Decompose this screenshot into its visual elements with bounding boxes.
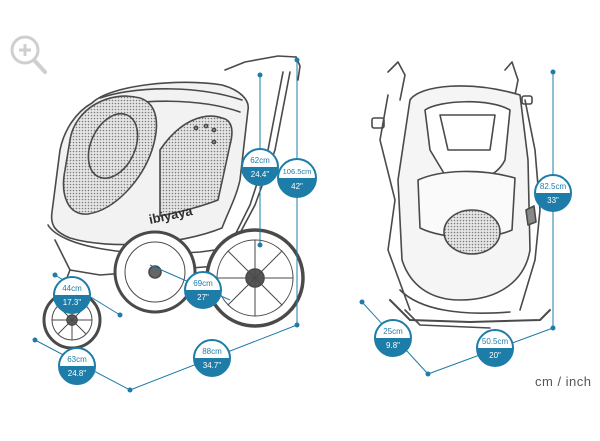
dim-folded-depth-inch: 9.8" (386, 341, 400, 350)
dim-width-cm: 63cm (67, 355, 87, 364)
dim-width-inch: 24.8" (68, 369, 87, 378)
dim-height-handle-inch: 24.4" (251, 170, 270, 179)
dim-length-cm: 88cm (202, 347, 222, 356)
dim-bubble-folded-width: 50.5cm 20" (476, 329, 514, 367)
dim-bubble-width: 63cm 24.8" (58, 347, 96, 385)
dim-front-wheel-inch: 17.3" (63, 298, 82, 307)
dim-folded-width-cm: 50.5cm (482, 337, 509, 346)
dim-bubble-height-total: 106.5cm 42" (277, 158, 317, 198)
dim-folded-height-inch: 33" (547, 196, 559, 205)
dim-rear-wheel-inch: 27" (197, 293, 209, 302)
dim-folded-depth-cm: 25cm (383, 327, 403, 336)
dim-folded-height-cm: 82.5cm (540, 182, 567, 191)
zoom-in-icon[interactable] (10, 35, 47, 74)
stroller-unfolded-illustration (42, 55, 305, 350)
dim-height-total-cm: 106.5cm (283, 167, 312, 176)
stroller-folded-illustration (371, 61, 551, 329)
units-label: cm / inch (535, 374, 592, 389)
dim-front-wheel-cm: 44cm (62, 284, 82, 293)
dim-bubble-front-wheel: 44cm 17.3" (53, 276, 91, 314)
dim-bubble-length: 88cm 34.7" (193, 339, 231, 377)
dim-bubble-folded-height: 82.5cm 33" (534, 174, 572, 212)
dim-bubble-rear-wheel: 69cm 27" (184, 271, 222, 309)
dim-bubble-height-handle: 62cm 24.4" (241, 148, 279, 186)
dim-height-handle-cm: 62cm (250, 156, 270, 165)
dim-rear-wheel-cm: 69cm (193, 279, 213, 288)
dim-length-inch: 34.7" (203, 361, 222, 370)
dim-folded-width-inch: 20" (489, 351, 501, 360)
dim-height-total-inch: 42" (291, 182, 303, 191)
dim-bubble-folded-depth: 25cm 9.8" (374, 319, 412, 357)
